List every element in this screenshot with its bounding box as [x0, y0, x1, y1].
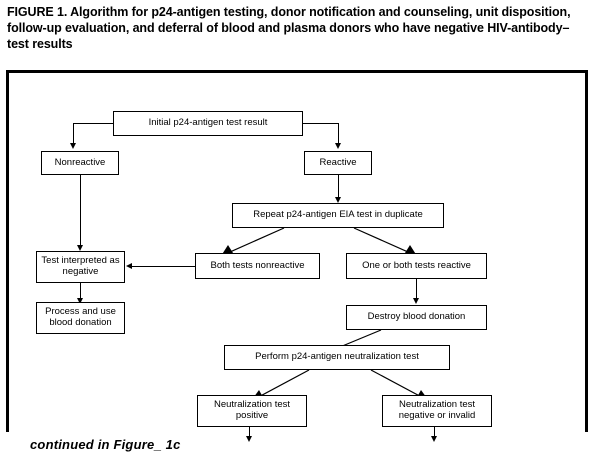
edge-test-negative-to-process-use — [80, 283, 81, 301]
arrowhead-to-nonreactive — [70, 143, 76, 149]
node-nonreactive[interactable]: Nonreactive — [41, 151, 119, 175]
edge-neut-positive-continues — [249, 424, 250, 440]
arrowhead-to-reactive — [335, 143, 341, 149]
edge-both-nonreactive-to-test-negative — [131, 266, 195, 267]
node-destroy[interactable]: Destroy blood donation — [346, 305, 487, 330]
edge-nonreactive-to-test-negative — [80, 175, 81, 247]
node-neut-negative[interactable]: Neutralization test negative or invalid — [382, 395, 492, 427]
node-neut-positive[interactable]: Neutralization test positive — [197, 395, 307, 427]
arrowhead-neut-negative-continues — [431, 436, 437, 442]
node-initial-test[interactable]: Initial p24-antigen test result — [113, 111, 303, 136]
arrowhead-to-destroy — [413, 298, 419, 304]
node-reactive[interactable]: Reactive — [304, 151, 372, 175]
edge-initial-to-reactive-vertical — [338, 123, 339, 145]
page-title: FIGURE 1. Algorithm for p24-antigen test… — [7, 5, 571, 51]
edge-initial-to-reactive-horizontal — [303, 123, 339, 124]
edge-one-or-both-reactive-to-destroy — [416, 279, 417, 301]
edge-reactive-to-repeat-eia — [338, 175, 339, 199]
arrowhead-neut-positive-continues — [246, 436, 252, 442]
node-one-or-both-reactive[interactable]: One or both tests reactive — [346, 253, 487, 279]
edge-initial-to-nonreactive-vertical — [73, 123, 74, 145]
node-process-use[interactable]: Process and use blood donation — [36, 302, 125, 334]
node-test-negative[interactable]: Test interpreted as negative — [36, 251, 125, 283]
node-neutralization[interactable]: Perform p24-antigen neutralization test — [224, 345, 450, 370]
arrowhead-to-process-use — [77, 298, 83, 304]
node-repeat-eia[interactable]: Repeat p24-antigen EIA test in duplicate — [232, 203, 444, 228]
arrowhead-to-test-negative — [77, 245, 83, 251]
arrowhead-to-test-negative-left — [126, 263, 132, 269]
arrowhead-to-repeat-eia — [335, 197, 341, 203]
continued-note: continued in Figure_ 1c — [30, 437, 181, 452]
edge-initial-to-nonreactive-horizontal — [73, 123, 113, 124]
node-both-nonreactive[interactable]: Both tests nonreactive — [195, 253, 320, 279]
diagram-frame: Initial p24-antigen test result Nonreact… — [6, 70, 588, 432]
edge-neut-negative-continues — [434, 424, 435, 440]
